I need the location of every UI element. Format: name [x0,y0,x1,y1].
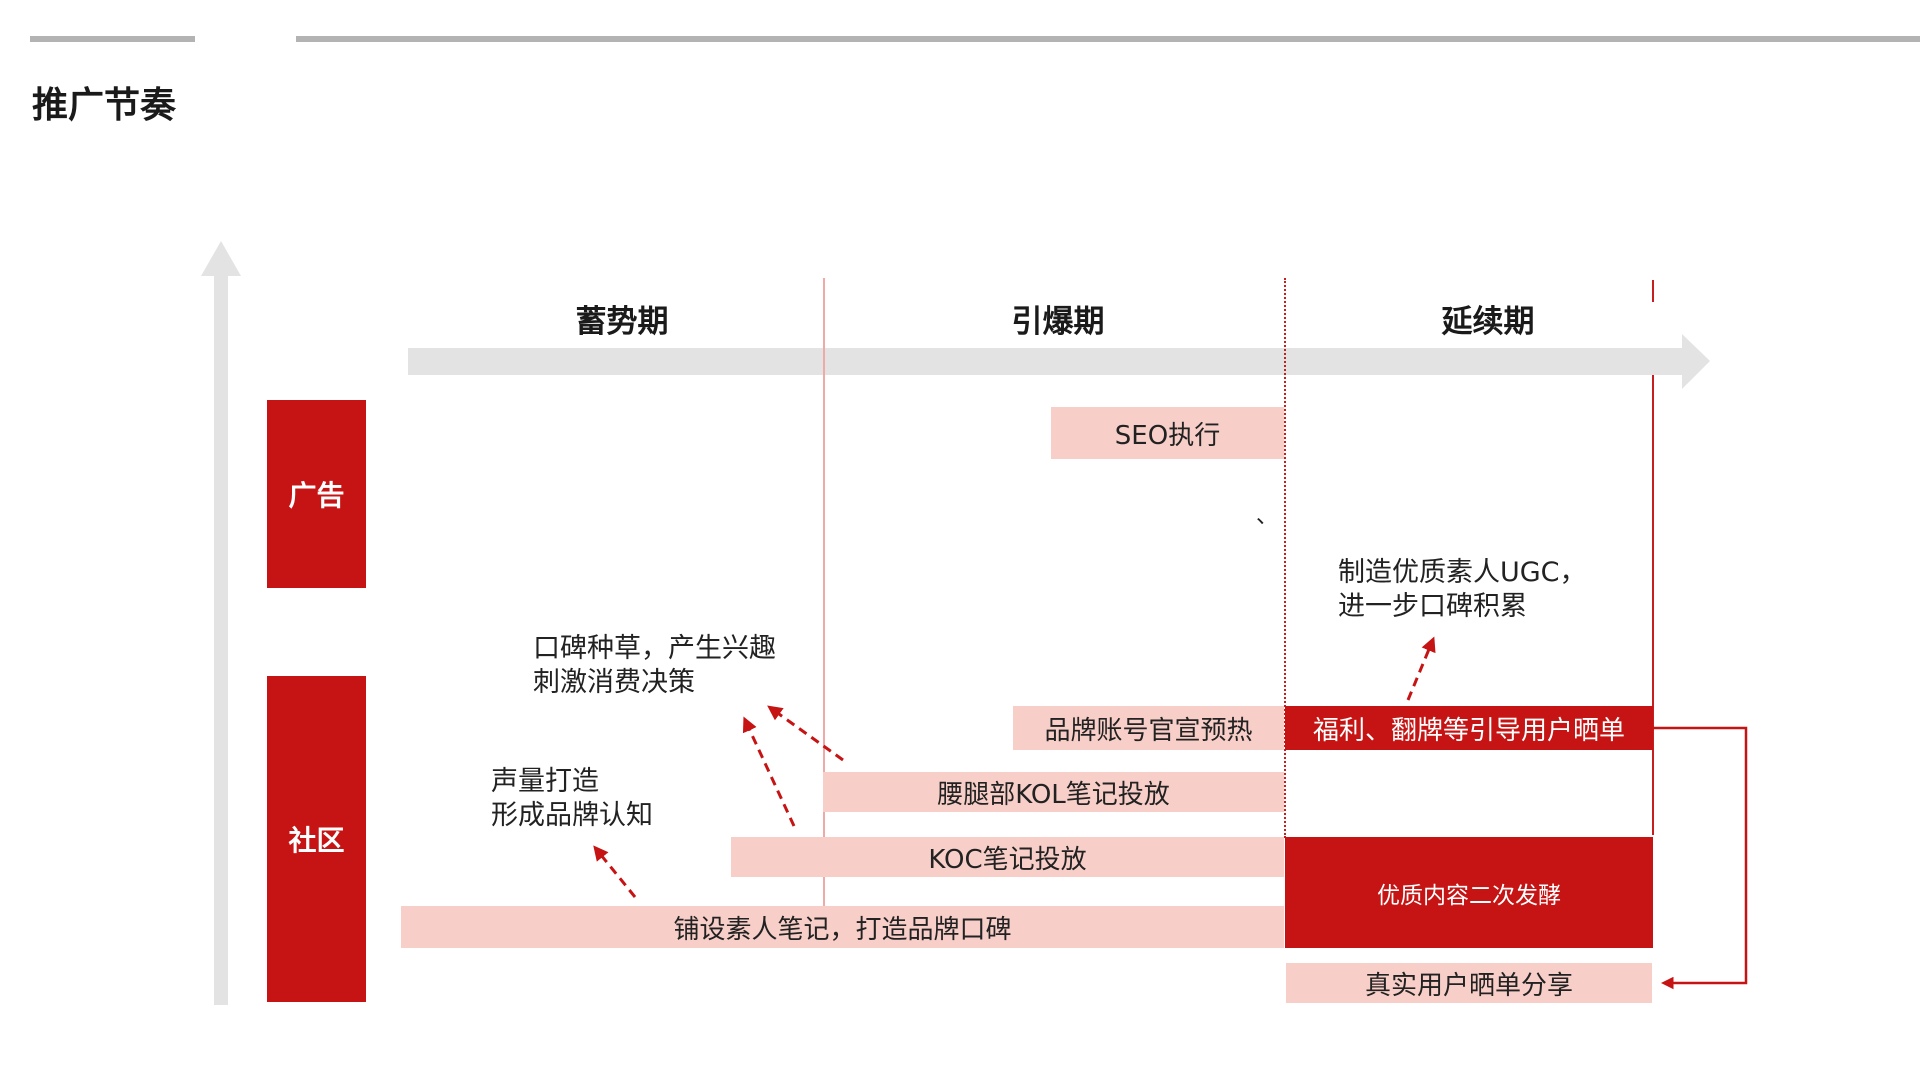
phase-accumulate: 蓄势期 [575,304,669,340]
top-rule-left [30,36,195,42]
separator-2 [1284,278,1286,838]
bar-welfare: 福利、翻牌等引导用户晒单 [1285,706,1653,750]
annotation-word-of-mouth: 口碑种草，产生兴趣 刺激消费决策 [533,633,776,698]
arrow-waist-to-interest [767,705,844,762]
separator-3 [1652,280,1654,302]
annotation-voice: 声量打造 形成品牌认知 [491,766,653,831]
arrow-to-ugc [1406,636,1436,701]
phase-ignite: 引爆期 [1011,304,1105,340]
vertical-axis-head [201,241,241,276]
bar-koc: KOC笔记投放 [731,837,1284,877]
arrow-koc-to-interest [742,716,796,827]
timeline-arrowhead [1682,334,1710,389]
bar-laying-notes: 铺设素人笔记，打造品牌口碑 [401,906,1284,948]
bar-real-share: 真实用户晒单分享 [1286,963,1652,1003]
separator-1 [823,278,825,908]
bar-brand-account: 品牌账号官宣预热 [1013,706,1284,750]
top-rule-right [296,36,1920,42]
phase-continue: 延续期 [1441,304,1535,340]
bar-quality-content: 优质内容二次发酵 [1285,837,1653,948]
timeline-shaft [408,348,1690,375]
bar-seo: SEO执行 [1051,407,1284,459]
category-community: 社区 [267,676,366,1002]
bar-waist-kol: 腰腿部KOL笔记投放 [823,772,1284,812]
connector-welfare-to-share [1653,726,1748,990]
vertical-axis-shaft [214,275,228,1005]
arrow-laying-to-voice [593,845,637,898]
page-title: 推广节奏 [32,85,177,126]
stray-mark: 、 [1256,504,1279,529]
annotation-ugc: 制造优质素人UGC， 进一步口碑积累 [1338,557,1587,622]
category-ads: 广告 [267,400,366,588]
separator-3-lower [1652,375,1654,835]
